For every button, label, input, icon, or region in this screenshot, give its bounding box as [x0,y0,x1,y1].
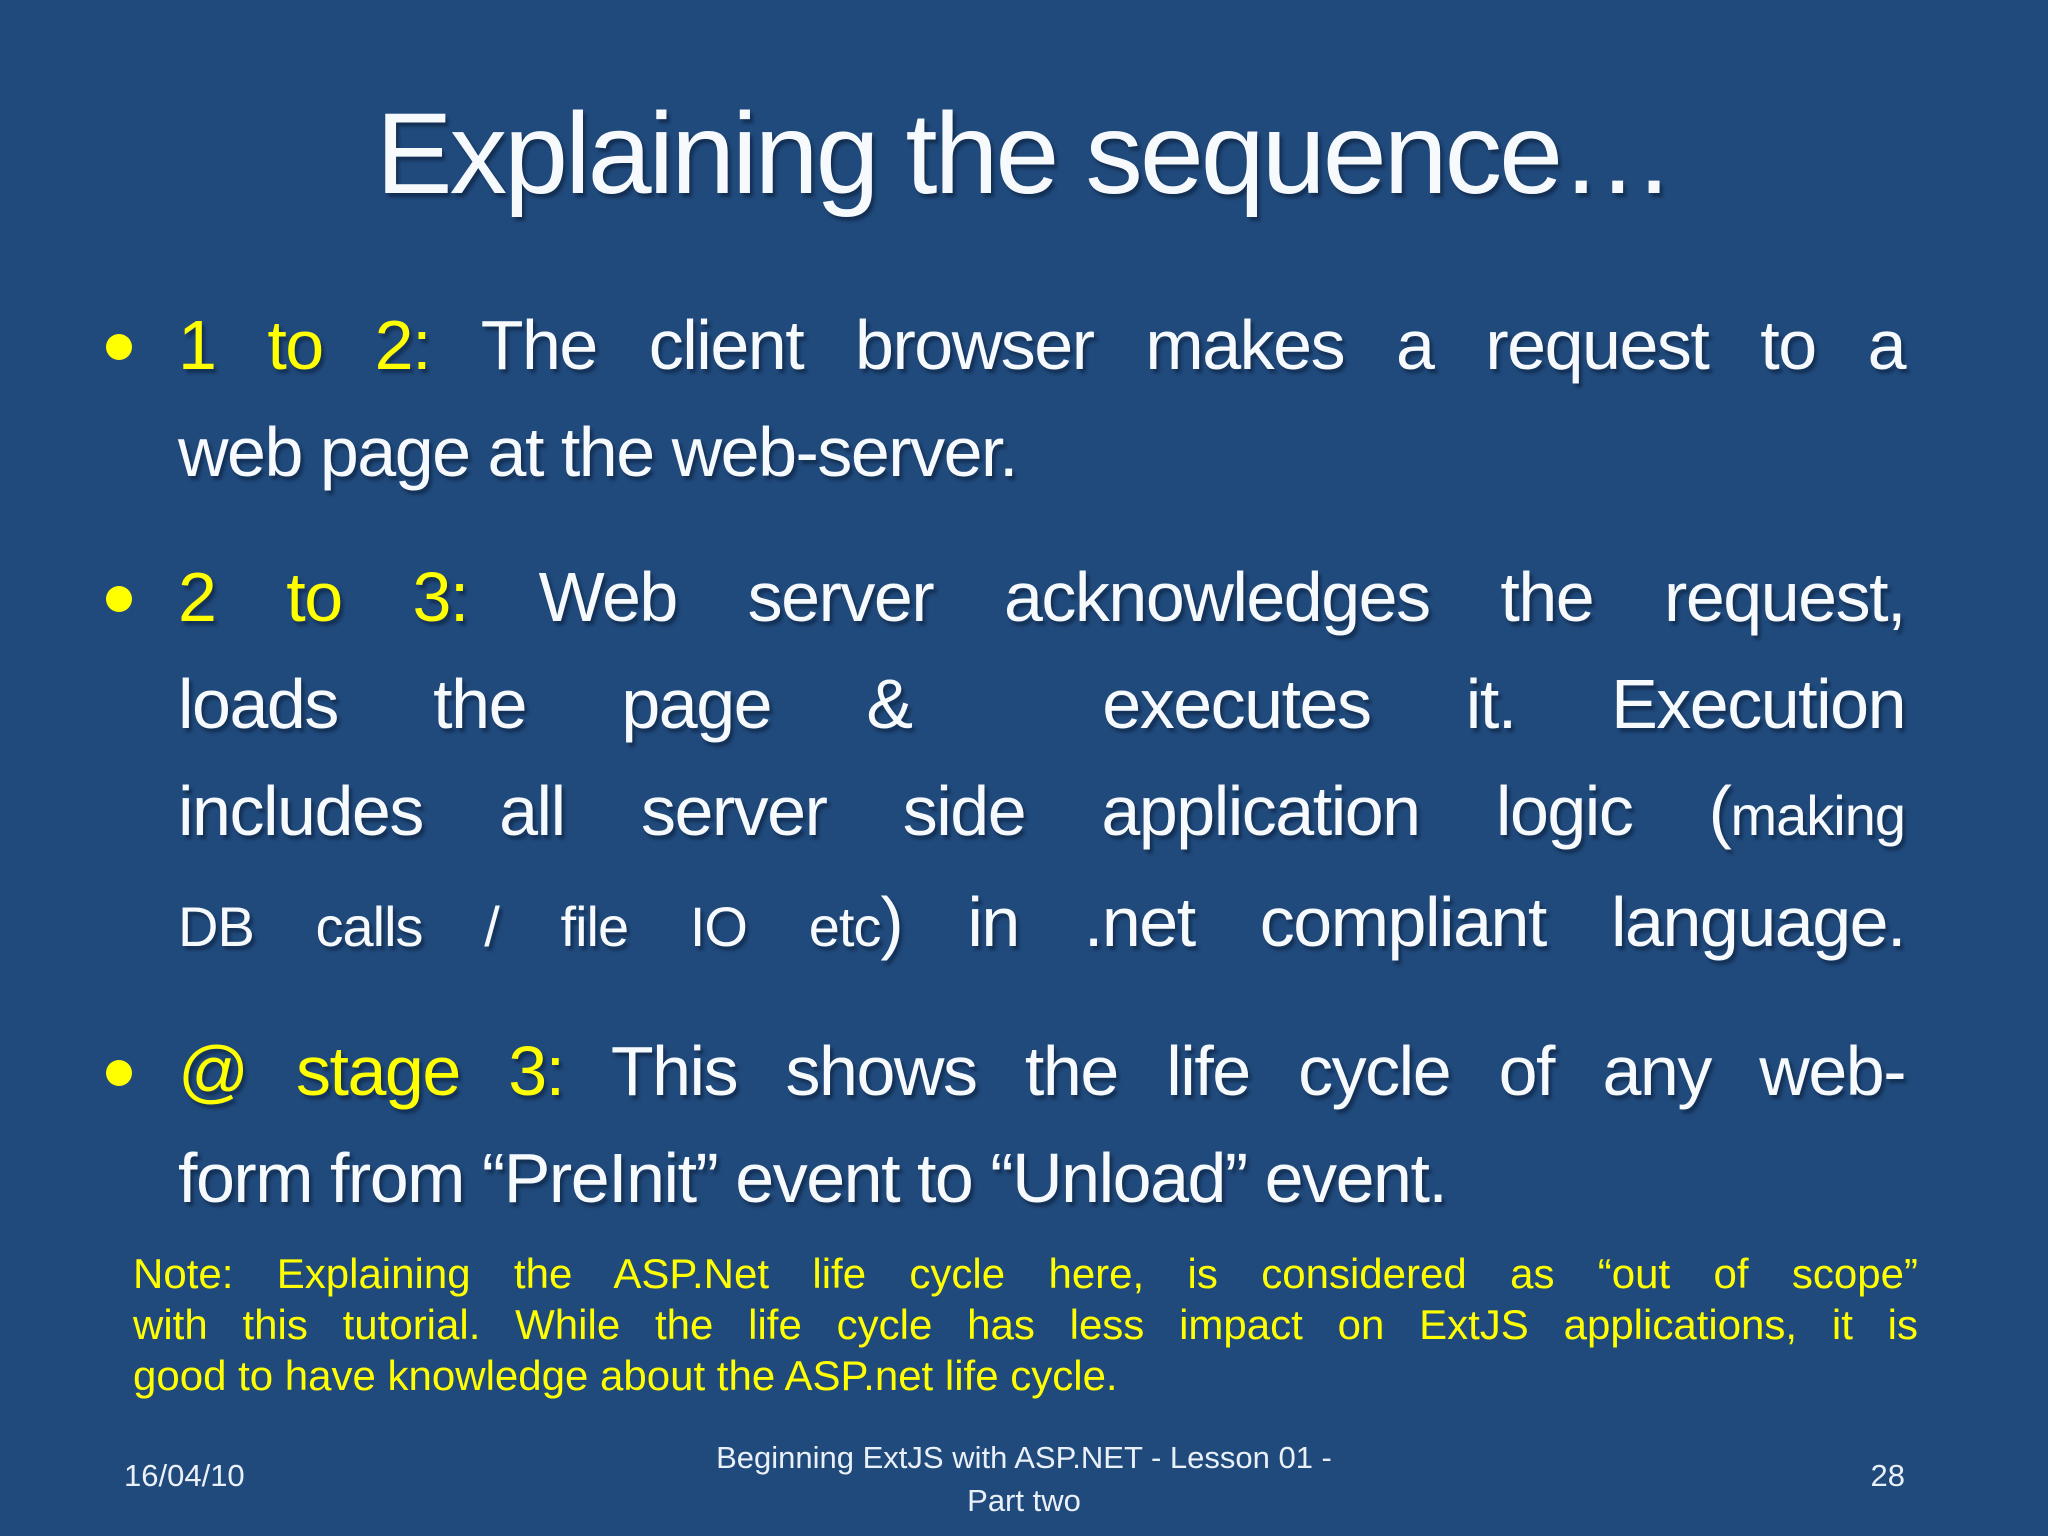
bullet-line: 1 to 2: The client browser makes a reque… [178,292,1907,399]
bullet-lead: 1 to 2: [178,306,432,384]
bullet-dot-icon [106,586,132,612]
bullet-dot-icon [106,1060,132,1086]
bullet-line: includes all server side application log… [178,758,1906,869]
bullet-line-text: form from “PreInit” event to “Unload” ev… [178,1139,1448,1217]
bullet-item-2: 2 to 3: Web server acknowledges the requ… [106,544,1907,980]
slide-title: Explaining the sequence… [375,90,1675,218]
footer-lesson-line1: Beginning ExtJS with ASP.NET - Lesson 01… [716,1440,1332,1475]
bullet-line: form from “PreInit” event to “Unload” ev… [178,1125,1905,1232]
bullet-line: @ stage 3: This shows the life cycle of … [178,1018,1907,1125]
bullet-lead: 2 to 3: [178,558,469,636]
bullet-item-1: 1 to 2: The client browser makes a reque… [106,292,1907,506]
bullet-line-text: ) in .net compliant language. [880,883,1906,961]
bullet-line: DB calls / file IO etc) in .net complian… [178,869,1907,980]
footer-date: 16/04/10 [124,1458,245,1493]
bullet-line-text: Web server acknowledges the request, [538,558,1907,636]
footer-lesson-title: Beginning ExtJS with ASP.NET - Lesson 01… [424,1436,1624,1522]
note-line: Note: Explaining the ASP.Net life cycle … [133,1250,1918,1297]
bullet-dot-icon [106,334,132,360]
bullet-text: 1 to 2: The client browser makes a reque… [178,292,1907,506]
bullet-line-text: The client browser makes a request to a [480,306,1907,384]
note-line: with this tutorial. While the life cycle… [133,1301,1918,1348]
page-number: 28 [1870,1458,1905,1493]
bullet-text: @ stage 3: This shows the life cycle of … [178,1018,1907,1232]
bullet-text: 2 to 3: Web server acknowledges the requ… [178,544,1907,980]
bullet-line-text: loads the page & executes it. Execution [178,665,1907,743]
footer-lesson-line2: Part two [967,1483,1081,1518]
bullet-line-text-small: making [1730,784,1906,847]
bullet-line-text: This shows the life cycle of any web- [610,1032,1907,1110]
bullet-item-3: @ stage 3: This shows the life cycle of … [106,1018,1907,1232]
bullet-line: web page at the web-server. [178,399,1905,506]
bullet-line: loads the page & executes it. Execution [178,651,1907,758]
bullet-line-text: includes all server side application log… [178,772,1732,850]
bullet-line: 2 to 3: Web server acknowledges the requ… [178,544,1907,651]
bullet-list: 1 to 2: The client browser makes a reque… [106,292,1907,1270]
note-text: Note: Explaining the ASP.Net life cycle … [133,1248,1918,1401]
bullet-lead: @ stage 3: [178,1032,565,1110]
bullet-line-text-small: DB calls / file IO etc [178,895,881,958]
bullet-line-text: web page at the web-server. [178,413,1018,491]
note-line: good to have knowledge about the ASP.net… [133,1352,1118,1399]
